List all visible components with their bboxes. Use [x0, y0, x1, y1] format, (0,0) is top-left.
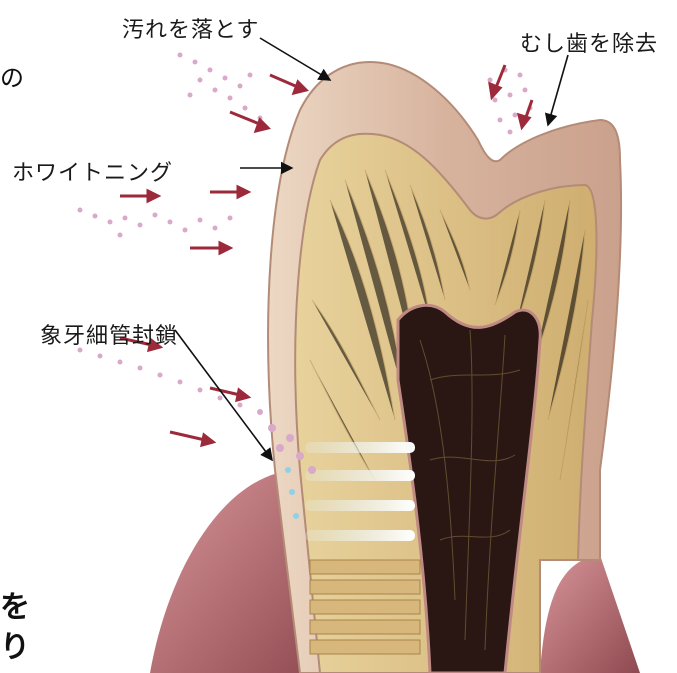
label-remove-stain: 汚れを落とす [122, 12, 259, 44]
label-remove-caries: むし歯を除去 [520, 26, 658, 58]
edge-text-bottom-left-2: り [0, 622, 30, 666]
label-whitening: ホワイトニング [12, 155, 173, 187]
particle-cloud-top-left [178, 53, 263, 121]
particle-cloud-middle-left [78, 208, 233, 238]
label-tubule-seal: 象牙細管封鎖 [40, 318, 178, 350]
edge-text-bottom-left-1: を [0, 582, 30, 626]
root-slats [310, 560, 420, 654]
gum-right [540, 555, 640, 673]
edge-text-top-left: の [0, 58, 24, 93]
